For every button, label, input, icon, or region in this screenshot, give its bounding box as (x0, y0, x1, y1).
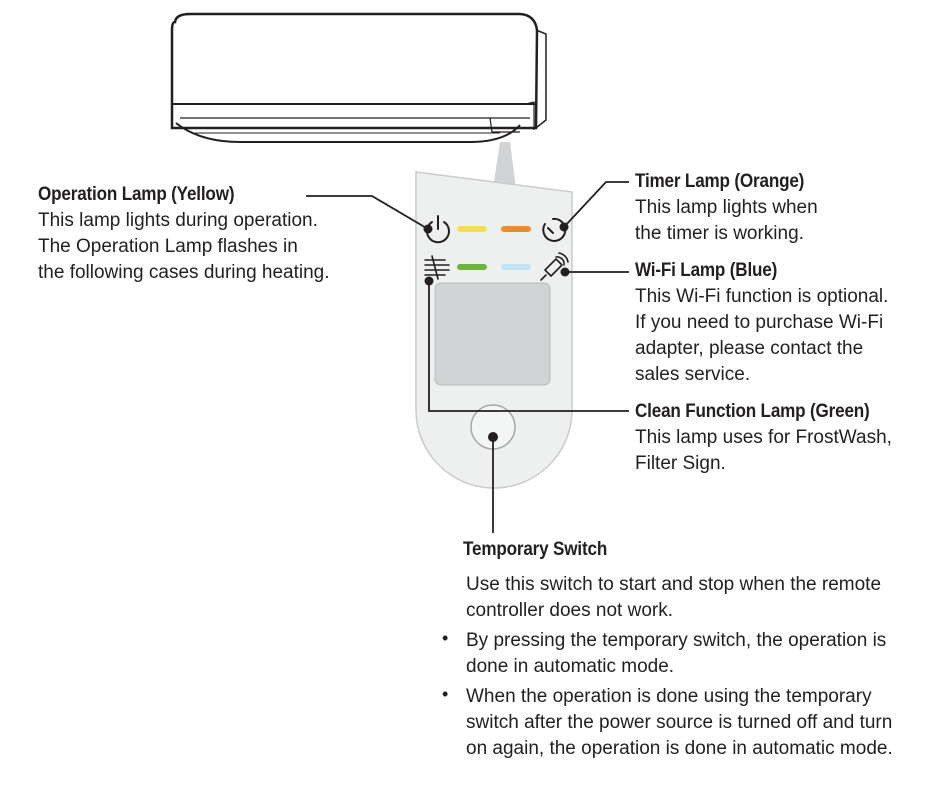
bullet-1-line-2: done in automatic mode. (466, 656, 675, 677)
wifi-lamp-line-1: This Wi-Fi function is optional. (635, 286, 889, 307)
clean-lamp-line-2: Filter Sign. (635, 453, 726, 474)
wifi-lamp-blue (501, 264, 531, 270)
timer-lamp-title: Timer Lamp (Orange) (635, 171, 805, 192)
timer-lamp-orange (501, 226, 531, 232)
bullet-marker: • (442, 628, 449, 648)
wifi-lamp-title: Wi-Fi Lamp (Blue) (635, 260, 778, 281)
bullet-2-line-1: When the operation is done using the tem… (466, 686, 872, 707)
operation-lamp-yellow (457, 226, 487, 232)
timer-icon (542, 217, 567, 242)
operation-lamp-line-2: The Operation Lamp flashes in (38, 236, 298, 257)
timer-leader-line (563, 181, 629, 228)
temporary-switch-title-block: Temporary Switch (463, 538, 623, 562)
wifi-leader-dot (560, 267, 570, 277)
bullet-marker: • (442, 684, 449, 704)
clean-lamp-title: Clean Function Lamp (Green) (635, 401, 870, 422)
temporary-switch-bullet-1: • By pressing the temporary switch, the … (442, 628, 893, 680)
timer-lamp-line-1: This lamp lights when (635, 197, 818, 218)
timer-leader-dot (559, 222, 569, 232)
clean-function-icon (424, 255, 450, 280)
operation-lamp-line-3: the following cases during heating. (38, 262, 330, 283)
temporary-switch-title: Temporary Switch (463, 539, 608, 560)
bullet-1-line-1: By pressing the temporary switch, the op… (466, 630, 887, 651)
temporary-switch-description: Use this switch to start and stop when t… (442, 572, 893, 762)
operation-lamp-callout: Operation Lamp (Yellow) This lamp lights… (38, 183, 330, 286)
zoom-beam (493, 142, 516, 188)
wifi-icon (540, 252, 569, 281)
wifi-lamp-line-2: If you need to purchase Wi-Fi (635, 312, 884, 333)
bullet-2-line-2: switch after the power source is turned … (466, 712, 893, 733)
operation-lamp-line-1: This lamp lights during operation. (38, 210, 318, 231)
clean-lamp-callout: Clean Function Lamp (Green) This lamp us… (635, 400, 896, 477)
timer-lamp-line-2: the timer is working. (635, 223, 804, 244)
clean-lamp-line-1: This lamp uses for FrostWash, (635, 427, 892, 448)
clean-lamp-green (457, 264, 487, 270)
operation-leader-dot (423, 224, 433, 234)
wifi-lamp-line-3: adapter, please contact the (635, 338, 864, 359)
timer-lamp-callout: Timer Lamp (Orange) This lamp lights whe… (635, 170, 823, 247)
wifi-lamp-callout: Wi-Fi Lamp (Blue) This Wi-Fi function is… (635, 259, 888, 388)
clean-leader-line (428, 281, 629, 412)
switch-leader-dot (488, 432, 498, 442)
temporary-switch-bullet-2: • When the operation is done using the t… (442, 684, 893, 762)
operation-leader-line (306, 195, 429, 230)
operation-lamp-title: Operation Lamp (Yellow) (38, 184, 235, 205)
bullet-2-line-3: on again, the operation is done in autom… (466, 738, 893, 759)
temporary-switch-intro-2: controller does not work. (466, 600, 673, 621)
clean-leader-dot (424, 276, 434, 286)
indoor-unit (170, 12, 547, 143)
display-window (434, 282, 551, 386)
temporary-switch-intro-1: Use this switch to start and stop when t… (466, 574, 882, 595)
wifi-lamp-line-4: sales service. (635, 364, 751, 385)
